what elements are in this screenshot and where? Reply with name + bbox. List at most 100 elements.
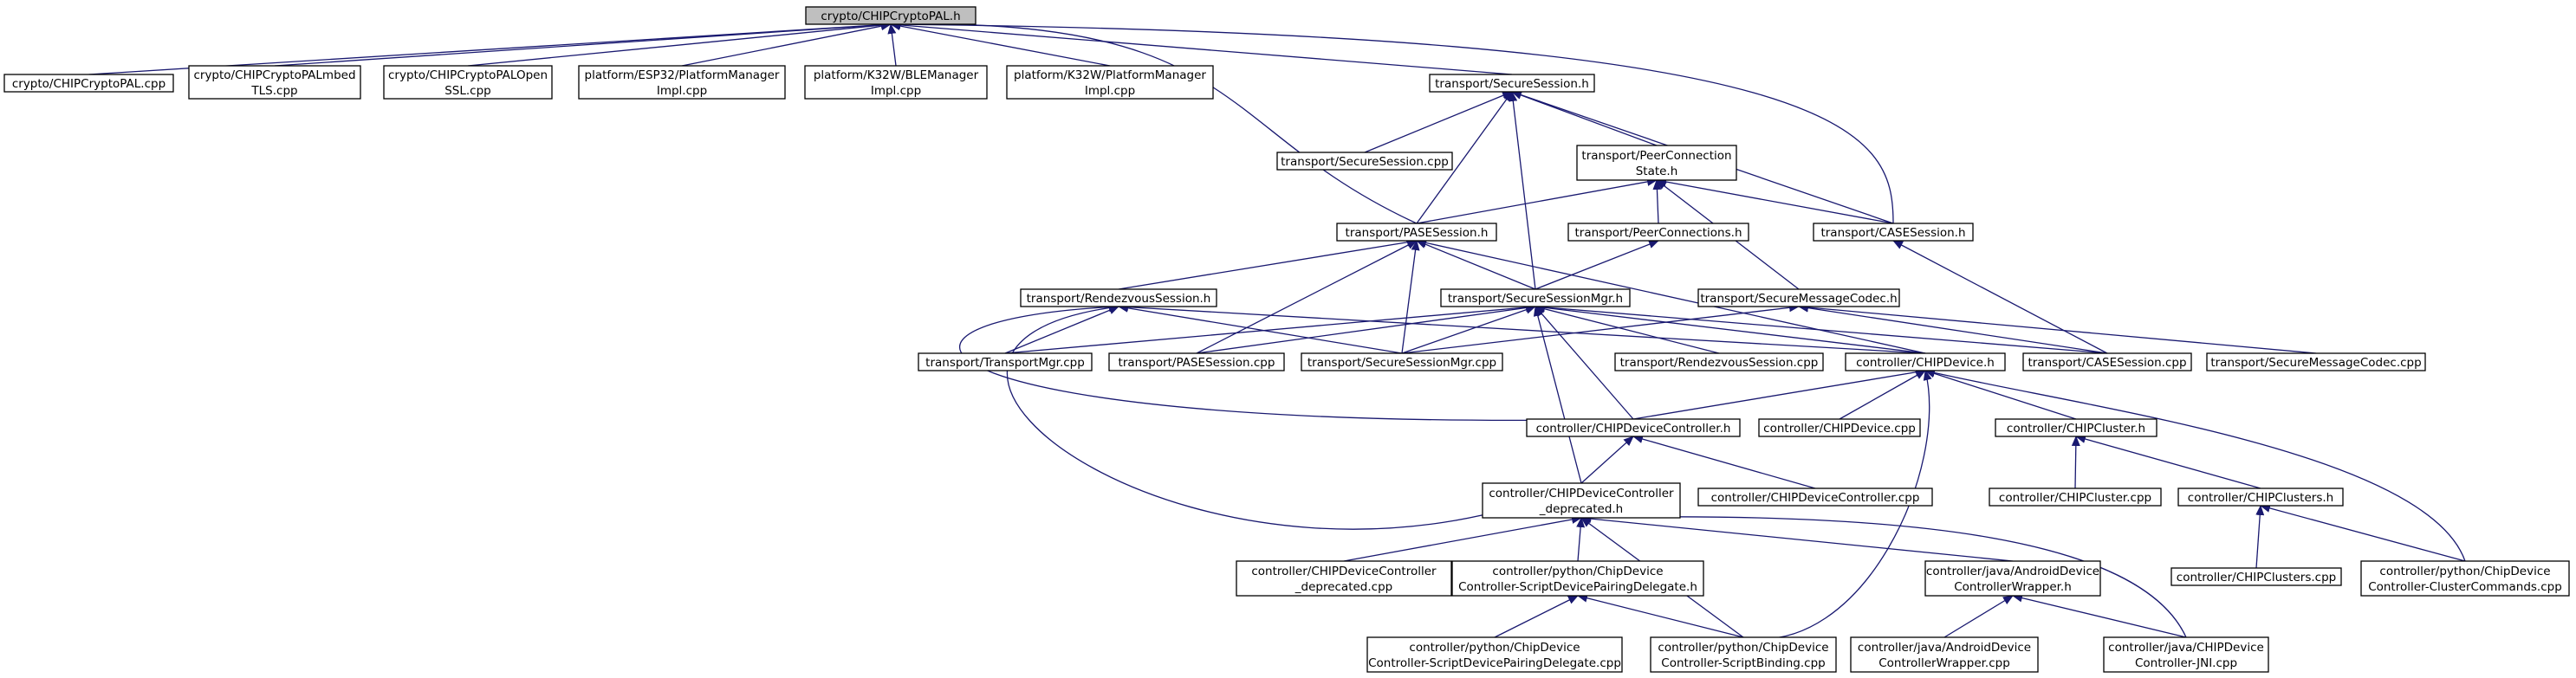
- node-box: [2103, 636, 2269, 673]
- node-label: crypto/CHIPCryptoPALmbed: [193, 68, 355, 82]
- node-rendezvous_h[interactable]: transport/RendezvousSession.h: [1020, 288, 1217, 307]
- node-securesessionmgr_cpp[interactable]: transport/SecureSessionMgr.cpp: [1301, 352, 1503, 371]
- edge-chipdevice_h-to-rendezvous_h: [1118, 302, 1926, 354]
- node-box: [1006, 65, 1214, 100]
- node-cryptopal_cpp[interactable]: crypto/CHIPCryptoPAL.cpp: [3, 74, 174, 93]
- edge-securesessionmgr_cpp-to-securesessionmgr_h: [1401, 305, 1536, 354]
- node-box: [1336, 223, 1497, 242]
- node-pasesession_h[interactable]: transport/PASESession.h: [1336, 223, 1497, 242]
- node-layer: crypto/CHIPCryptoPAL.h crypto/CHIPCryptoP…: [3, 6, 2570, 673]
- node-android_wrapper_h[interactable]: controller/java/AndroidDeviceControllerW…: [1924, 560, 2101, 597]
- node-box: [2206, 352, 2426, 371]
- node-peerconnections_h[interactable]: transport/PeerConnections.h: [1567, 223, 1749, 242]
- node-box: [1108, 352, 1285, 371]
- edge-py_pairing_h-to-devctrl_dep_h: [1576, 517, 1586, 562]
- node-label: Controller-ScriptDevicePairingDelegate.h: [1458, 580, 1697, 594]
- node-label: transport/PASESession.cpp: [1119, 356, 1275, 370]
- node-label: State.h: [1636, 165, 1678, 178]
- node-box: [1567, 223, 1749, 242]
- node-label: platform/K32W/PlatformManager: [1014, 68, 1206, 82]
- edge-chipclusters_cpp-to-chipclusters_h: [2255, 505, 2265, 569]
- node-rendezvous_cpp[interactable]: transport/RendezvousSession.cpp: [1614, 352, 1824, 371]
- node-box: [1813, 223, 1974, 242]
- node-casesession_cpp[interactable]: transport/CASESession.cpp: [2022, 352, 2192, 371]
- node-label: controller/CHIPDevice.h: [1856, 356, 1995, 370]
- node-securemsgcodec_h[interactable]: transport/SecureMessageCodec.h: [1697, 288, 1900, 307]
- node-py_clustercmds_cpp[interactable]: controller/python/ChipDeviceController-C…: [2360, 560, 2570, 597]
- node-box: [1301, 352, 1503, 371]
- node-securesession_h[interactable]: transport/SecureSession.h: [1429, 74, 1595, 93]
- node-label: transport/SecureSessionMgr.cpp: [1307, 356, 1496, 370]
- node-label: ControllerWrapper.h: [1954, 580, 2072, 594]
- edge-securesession_cpp-to-securesession_h: [1364, 91, 1513, 153]
- edge-peerconnections_h-to-peerconn_state: [1652, 179, 1662, 224]
- node-label: controller/java/AndroidDevice: [1926, 565, 2099, 578]
- node-label: controller/python/ChipDevice: [1409, 641, 1580, 655]
- edge-devctrl_dep_h-to-securesessionmgr_h: [1533, 306, 1582, 484]
- edge-k32w_pm-to-root: [890, 22, 1111, 67]
- edge-devctrl_h-to-securesessionmgr_h: [1535, 306, 1634, 420]
- edge-pasesession_h-to-peerconn_state: [1416, 178, 1658, 224]
- node-box: [1697, 488, 1933, 507]
- node-devctrl_dep_h[interactable]: controller/CHIPDeviceController_deprecat…: [1482, 482, 1681, 519]
- node-chipcluster_h[interactable]: controller/CHIPCluster.h: [1995, 418, 2157, 437]
- node-root[interactable]: crypto/CHIPCryptoPAL.h: [805, 6, 977, 25]
- node-casesession_h[interactable]: transport/CASESession.h: [1813, 223, 1974, 242]
- node-box: [1440, 288, 1631, 307]
- node-devctrl_cpp[interactable]: controller/CHIPDeviceController.cpp: [1697, 488, 1933, 507]
- node-chipclusters_h[interactable]: controller/CHIPClusters.h: [2177, 488, 2344, 507]
- node-android_wrapper_cpp[interactable]: controller/java/AndroidDeviceControllerW…: [1850, 636, 2039, 673]
- node-label: controller/CHIPClusters.cpp: [2177, 571, 2336, 584]
- node-py_pairing_cpp[interactable]: controller/python/ChipDeviceController-S…: [1366, 636, 1623, 673]
- edge-securesessionmgr_h-to-peerconnections_h: [1535, 240, 1659, 290]
- edge-layer: [88, 19, 2466, 640]
- edge-securesessionmgr_h-to-pasesession_h: [1416, 240, 1536, 290]
- node-label: transport/SecureSessionMgr.h: [1448, 292, 1623, 306]
- node-chipdevice_cpp[interactable]: controller/CHIPDevice.cpp: [1758, 418, 1921, 437]
- node-box: [578, 65, 786, 100]
- node-java_jni_cpp[interactable]: controller/java/CHIPDeviceController-JNI…: [2103, 636, 2269, 673]
- edge-chipcluster_h-to-chipdevice_h: [1924, 369, 2077, 420]
- node-py_pairing_h[interactable]: controller/python/ChipDeviceController-S…: [1451, 560, 1704, 597]
- node-pasesession_cpp[interactable]: transport/PASESession.cpp: [1108, 352, 1285, 371]
- edge-casesession_cpp-to-securemsgcodec_h: [1798, 303, 2108, 354]
- edge-py_pairing_cpp-to-py_pairing_h: [1494, 595, 1579, 638]
- edge-cryptopal_mbedtls-to-root: [274, 20, 892, 67]
- edge-devctrl_dep_h-to-rendezvous_h: [1007, 303, 1582, 530]
- edge-chipclusters_h-to-chipcluster_h: [2075, 435, 2261, 489]
- node-devctrl_h[interactable]: controller/CHIPDeviceController.h: [1526, 418, 1741, 437]
- edge-py_clustercmds_cpp-to-chipclusters_h: [2260, 504, 2466, 562]
- node-label: Impl.cpp: [657, 84, 707, 98]
- node-label: controller/java/AndroidDevice: [1858, 641, 2031, 655]
- node-box: [1429, 74, 1595, 93]
- node-securesessionmgr_h[interactable]: transport/SecureSessionMgr.h: [1440, 288, 1631, 307]
- node-chipdevice_h[interactable]: controller/CHIPDevice.h: [1845, 352, 2006, 371]
- edge-chipdevice_h-to-securesessionmgr_h: [1535, 303, 1926, 354]
- node-label: transport/SecureMessageCodec.cpp: [2210, 356, 2421, 370]
- edge-chipdevice_h-to-pasesession_h: [1416, 238, 1926, 354]
- node-label: Controller-ScriptBinding.cpp: [1661, 656, 1825, 670]
- edge-casesession_cpp-to-casesession_h: [1892, 240, 2108, 354]
- node-chipclusters_cpp[interactable]: controller/CHIPClusters.cpp: [2170, 567, 2342, 586]
- node-devctrl_dep_cpp[interactable]: controller/CHIPDeviceController_deprecat…: [1236, 560, 1452, 597]
- node-label: transport/CASESession.cpp: [2028, 356, 2186, 370]
- node-label: controller/java/CHIPDevice: [2108, 641, 2264, 655]
- node-py_binding_cpp[interactable]: controller/python/ChipDeviceController-S…: [1650, 636, 1837, 673]
- node-label: controller/CHIPDeviceController: [1489, 487, 1674, 500]
- node-label: controller/CHIPCluster.cpp: [1999, 491, 2151, 505]
- node-chipcluster_cpp[interactable]: controller/CHIPCluster.cpp: [1989, 488, 2162, 507]
- edge-securesessionmgr_cpp-to-securemsgcodec_h: [1401, 303, 1800, 354]
- node-label: controller/python/ChipDevice: [1492, 565, 1663, 578]
- node-label: TLS.cpp: [250, 84, 297, 98]
- node-securemsgcodec_cpp[interactable]: transport/SecureMessageCodec.cpp: [2206, 352, 2426, 371]
- node-box: [1020, 288, 1217, 307]
- node-transportmgr_cpp[interactable]: transport/TransportMgr.cpp: [918, 352, 1093, 371]
- node-securesession_cpp[interactable]: transport/SecureSession.cpp: [1276, 152, 1453, 171]
